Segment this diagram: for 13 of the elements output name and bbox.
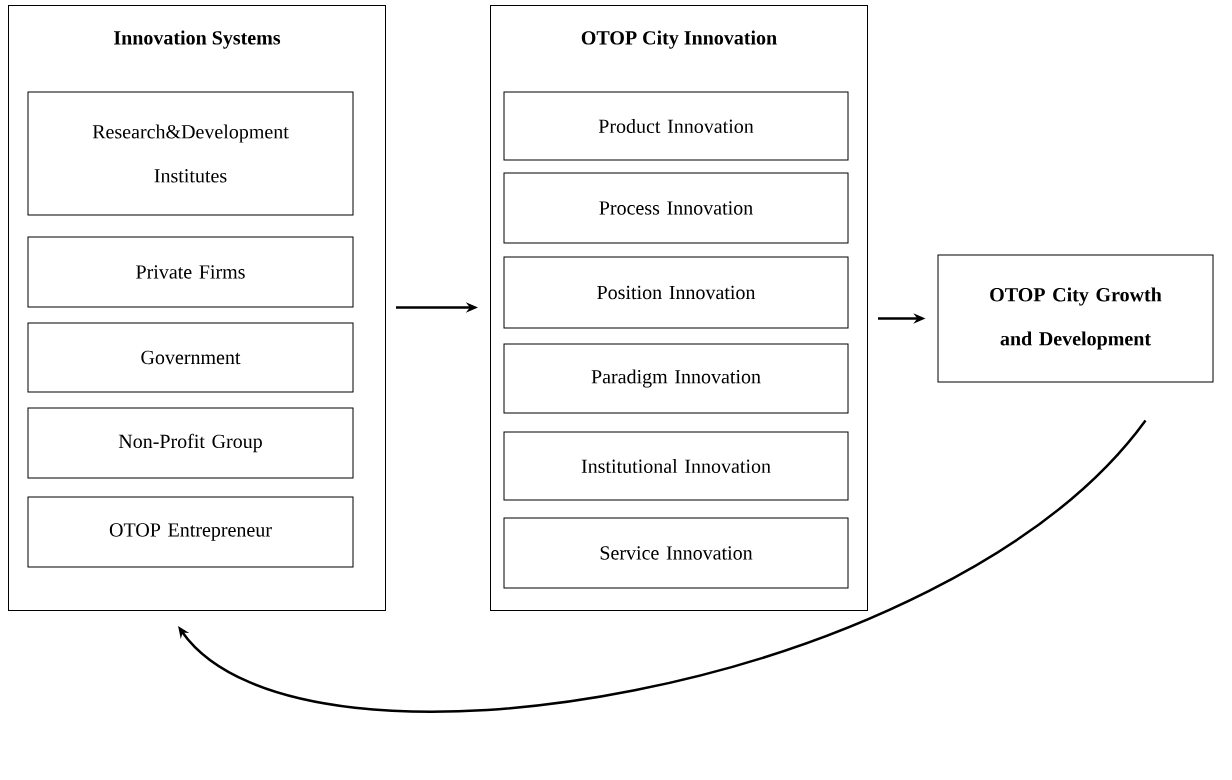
process-box: OTOP Entrepreneur xyxy=(27,496,354,568)
process-box: Private Firms xyxy=(27,236,354,308)
arrow xyxy=(178,419,1147,713)
process-box: Service Innovation xyxy=(503,517,849,589)
process-box: Research&Development Institutes xyxy=(27,91,354,216)
process-box: Non-Profit Group xyxy=(27,407,354,479)
process-box: Product Innovation xyxy=(503,91,849,161)
process-box: Paradigm Innovation xyxy=(503,343,849,414)
process-box: Government xyxy=(27,322,354,393)
process-box: OTOP City Growth and Development xyxy=(937,254,1214,383)
process-box: Position Innovation xyxy=(503,256,849,329)
process-box: Process Innovation xyxy=(503,172,849,244)
process-box: Institutional Innovation xyxy=(503,431,849,501)
